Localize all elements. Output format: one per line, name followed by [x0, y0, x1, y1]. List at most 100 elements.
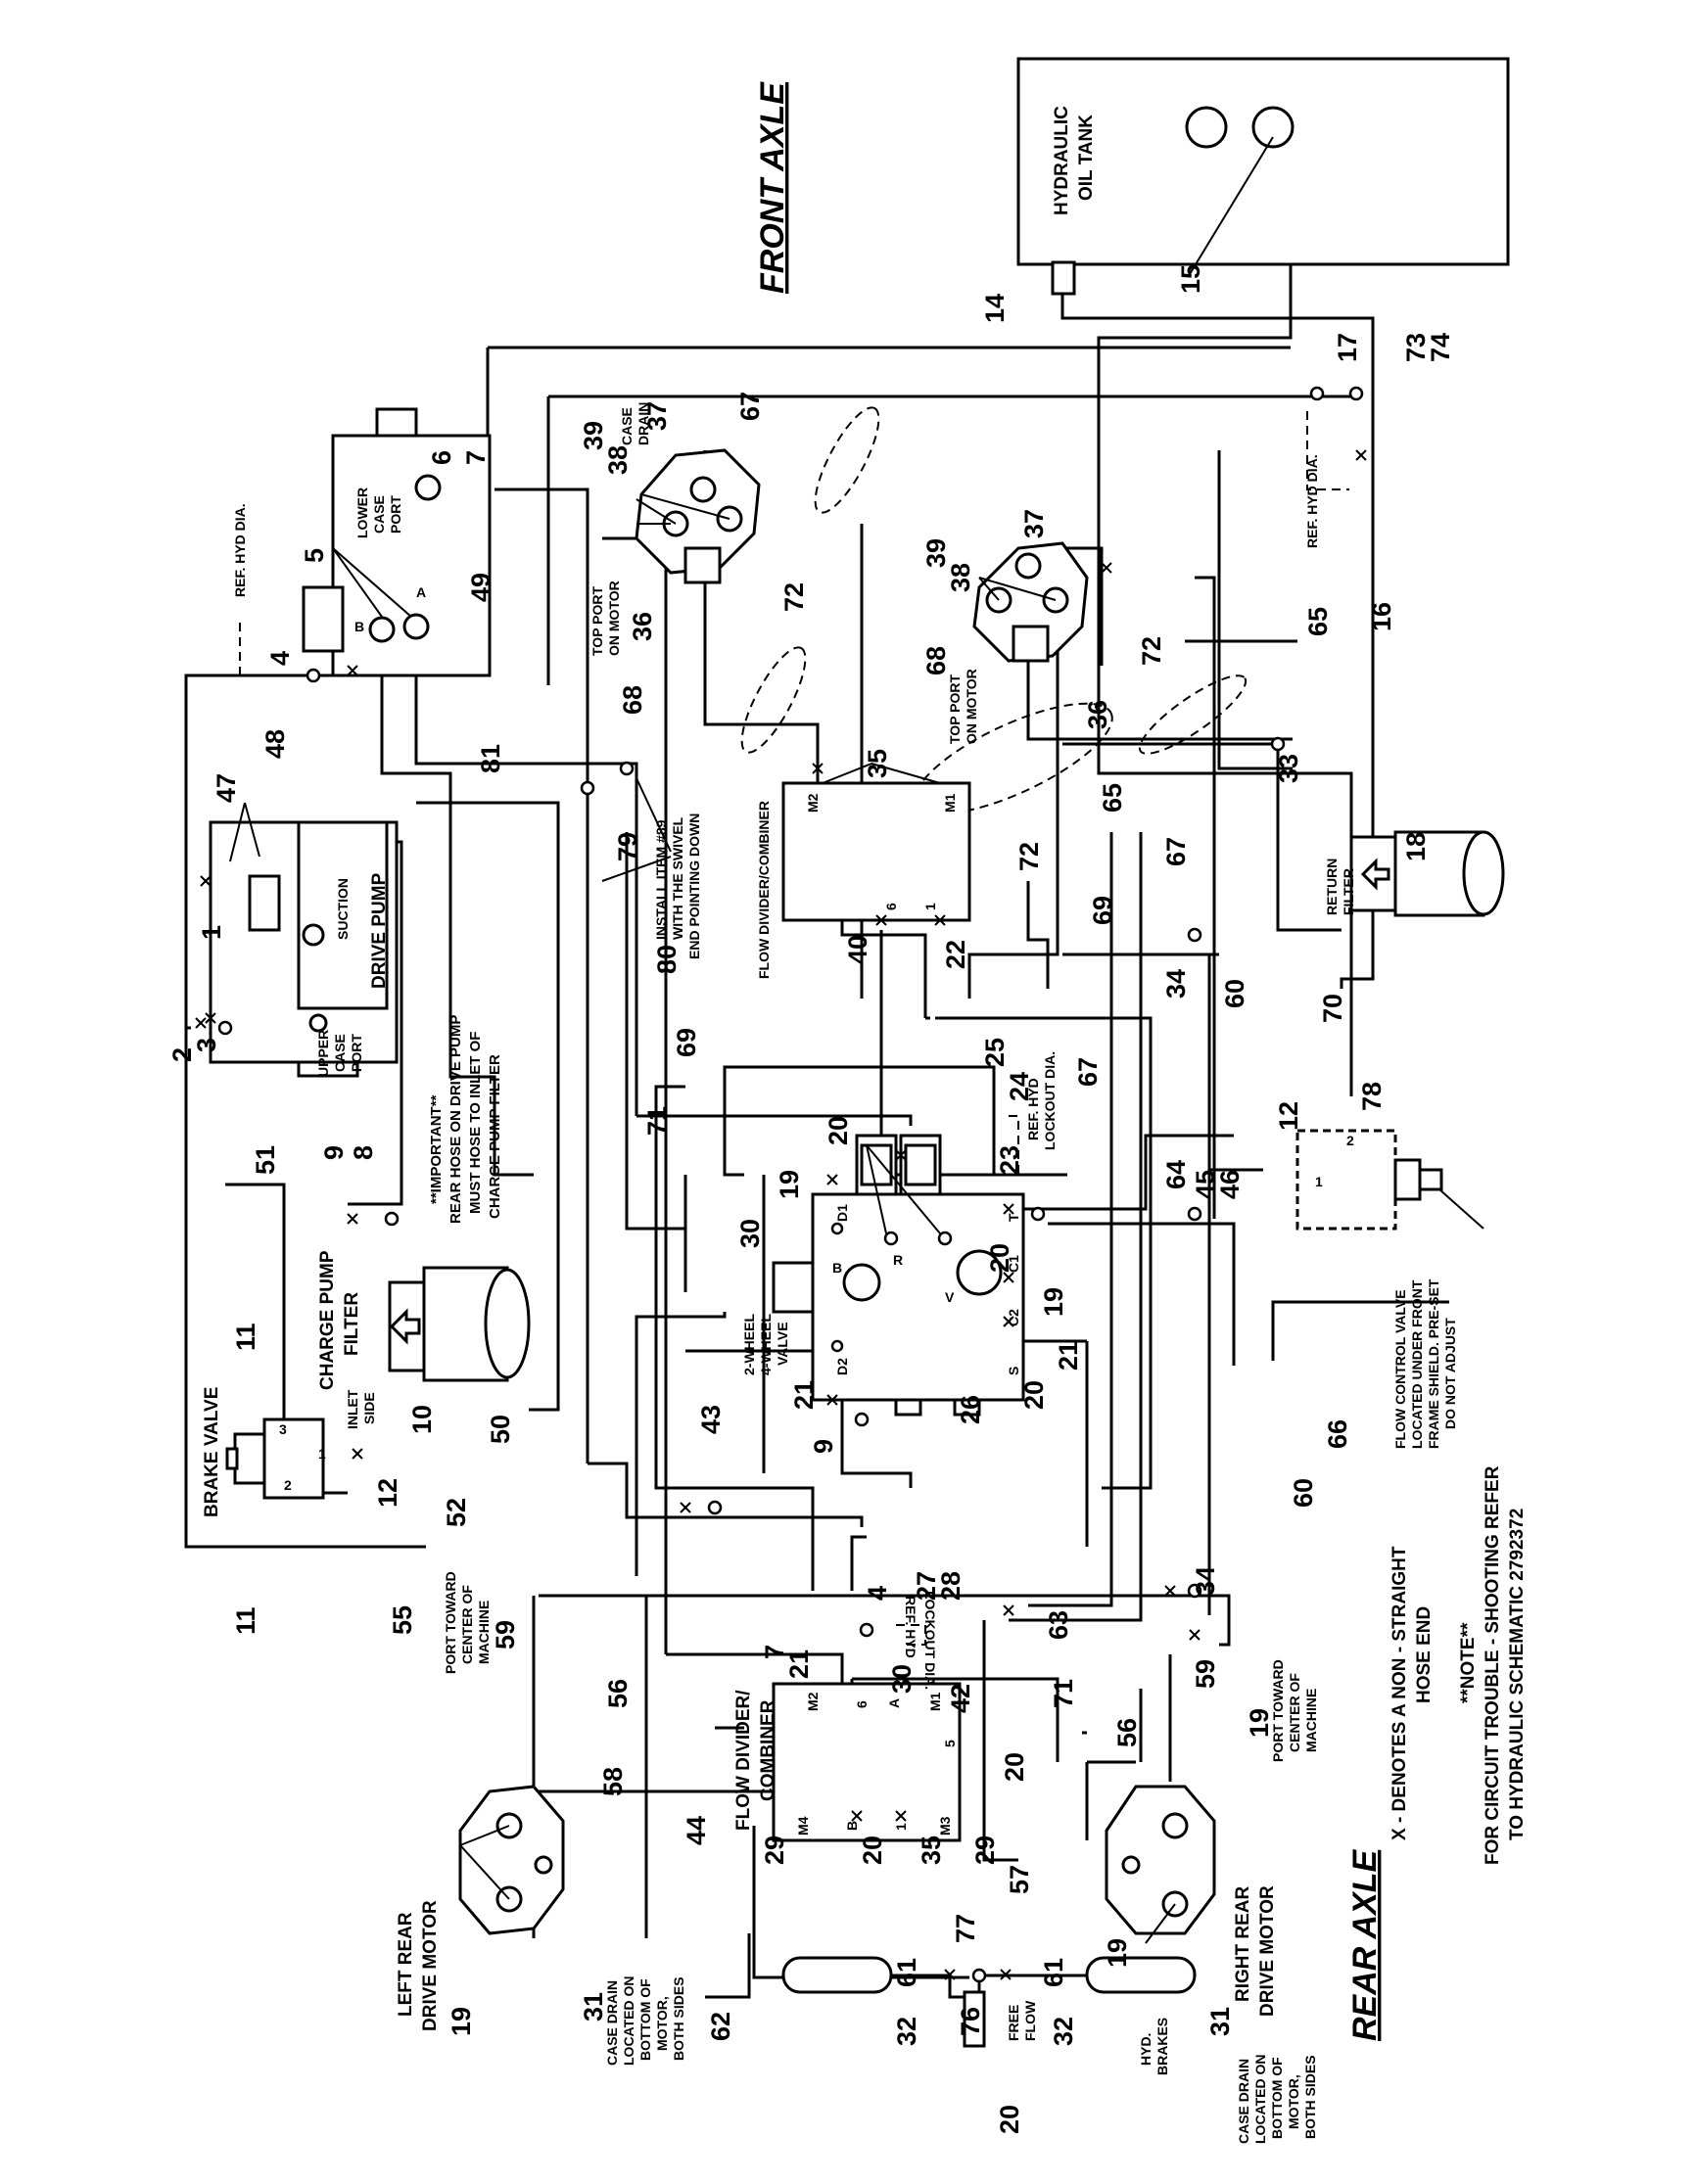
rear-fd-port-m2: M2: [805, 1692, 821, 1711]
left-rear-drive-motor: [458, 1785, 565, 1935]
callout-73: 73: [1401, 333, 1431, 362]
non-straight-hose-markers: [195, 449, 1367, 1980]
callout-36-front: 36: [628, 612, 657, 641]
callout-74: 74: [1426, 333, 1455, 362]
top-port-label-2: ON MOTOR: [606, 581, 622, 656]
tank-label-2: OIL TANK: [1076, 115, 1097, 201]
callout-72-c: 72: [1014, 842, 1044, 871]
valve-port-d2: D2: [834, 1358, 850, 1375]
valve-label-2: 4-WHEEL: [758, 1314, 774, 1375]
return-filter-label-1: RETURN: [1324, 859, 1340, 915]
callout-76: 76: [956, 2007, 985, 2036]
ref-lockout-b-label-1: REF. HYD: [903, 1596, 918, 1658]
charge-filter-label-1: CHARGE PUMP: [317, 1250, 338, 1390]
callout-64: 64: [1161, 1160, 1191, 1189]
callout-81: 81: [476, 744, 505, 773]
two-four-wheel-valve: B R V D1 D2 T C1 C2 S 2-WHEEL 4-WHEEL VA…: [741, 1134, 1025, 1417]
callout-59: 59: [491, 1620, 520, 1650]
tank-label-1: HYDRAULIC: [1052, 106, 1072, 215]
callout-12-flow: 12: [1274, 1101, 1303, 1131]
callout-47: 47: [212, 773, 241, 803]
callout-21-a: 21: [1054, 1341, 1083, 1371]
lower-case-port-label-2: CASE: [371, 495, 387, 534]
callout-67-b: 67: [1161, 837, 1191, 866]
rear-fd-port-5: 5: [942, 1740, 958, 1747]
flow-control-valve: 1 2: [1295, 1129, 1443, 1231]
ref-hyd-dia-label: REF. HYD DIA.: [232, 503, 248, 597]
annotation-labels: REF. HYD DIA. REF. HYD DIA. CASE DRAIN T…: [232, 402, 1356, 2144]
upper-case-port-label-2: CASE: [332, 1034, 348, 1072]
important-note-4: CHARGE PUMP FILTER: [487, 1054, 503, 1219]
rear-fd-port-1: 1: [893, 1823, 909, 1831]
callout-7-b: 7: [760, 1645, 789, 1659]
port-toward-left-2: CENTER OF: [459, 1585, 475, 1664]
front-left-motor: [635, 448, 761, 584]
install-note-1: INSTALL ITEM #89: [653, 819, 669, 940]
callout-19-left-rear: 19: [447, 2007, 476, 2036]
callout-69-right: 69: [1088, 896, 1117, 925]
port-toward-right-1: PORT TOWARD: [1270, 1659, 1286, 1762]
callout-9: 9: [319, 1145, 349, 1160]
valve-port-t: T: [1006, 1213, 1021, 1222]
rear-fd-port-6: 6: [854, 1700, 870, 1708]
install-note-3: END POINTING DOWN: [686, 813, 702, 959]
callout-18: 18: [1401, 832, 1431, 861]
drive-pump-lower: SUCTION DRIVE PUMP UPPER CASE PORT: [209, 820, 399, 1078]
front-fd-label: FLOW DIVIDER/COMBINER: [756, 801, 772, 979]
callout-20-rear: 20: [858, 1835, 887, 1865]
callout-37-right: 37: [1019, 509, 1049, 538]
rear-fd-port-m3: M3: [937, 1816, 953, 1835]
upper-case-port-label-1: UPPER: [315, 1030, 331, 1077]
top-port-label-1: TOP PORT: [589, 585, 605, 656]
callout-45: 45: [1191, 1170, 1220, 1199]
hydraulic-brakes: [781, 1956, 1197, 2048]
callout-20-valve: 20: [985, 1243, 1014, 1273]
callout-1: 1: [197, 925, 226, 940]
callout-21-c: 21: [784, 1650, 814, 1679]
callout-19-valve-b: 19: [1039, 1287, 1068, 1317]
connection-points: [217, 386, 1364, 1983]
callout-67-top: 67: [735, 392, 765, 421]
front-axle-title: FRONT AXLE: [754, 81, 791, 294]
callout-71-b: 71: [1049, 1679, 1078, 1708]
callout-22: 22: [941, 940, 970, 969]
callout-55: 55: [388, 1605, 417, 1635]
right-motor-label-1: RIGHT REAR: [1233, 1886, 1253, 2003]
leader-lines: [229, 136, 1484, 1944]
front-right-motor: [972, 541, 1089, 663]
drive-pump-label: DRIVE PUMP: [369, 872, 390, 989]
callout-79: 79: [613, 832, 642, 861]
callout-37-front: 37: [642, 401, 672, 431]
valve-port-b: B: [832, 1260, 842, 1276]
callout-30: 30: [735, 1219, 765, 1248]
pump-port-b: B: [354, 619, 364, 634]
case-drain-right-4: MOTOR,: [1286, 2074, 1301, 2129]
top-port-b-label-1: TOP PORT: [947, 674, 963, 744]
axle-titles: FRONT AXLE REAR AXLE: [754, 81, 1384, 2041]
callout-61-b: 61: [1039, 1958, 1068, 1987]
valve-port-v: V: [945, 1289, 955, 1305]
callout-25: 25: [980, 1038, 1010, 1067]
callout-32-a: 32: [892, 2017, 921, 2046]
rear-fd-port-b: B: [844, 1821, 860, 1831]
callout-19-right-rear-b: 19: [1103, 1938, 1132, 1968]
callout-42: 42: [946, 1684, 975, 1713]
callout-49: 49: [466, 573, 495, 602]
right-rear-drive-motor: [1105, 1785, 1216, 1935]
valve-label-3: VALVE: [775, 1322, 790, 1366]
callout-3: 3: [192, 1038, 221, 1052]
callout-20-d: 20: [1000, 1752, 1029, 1782]
flow-control-note-2: LOCATED UNDER FRONT: [1409, 1279, 1425, 1449]
callout-70: 70: [1318, 994, 1347, 1023]
front-fd-port-6: 6: [883, 903, 899, 910]
suction-label: SUCTION: [335, 878, 351, 940]
callout-72-a: 72: [779, 582, 809, 612]
free-flow-label-2: FLOW: [1022, 2000, 1038, 2041]
callout-12-brake: 12: [373, 1478, 402, 1508]
callout-72-b: 72: [1137, 636, 1166, 666]
ref-lockout-b-label-2: LOCKOUT DIA.: [922, 1591, 938, 1690]
callout-46: 46: [1215, 1170, 1245, 1199]
callout-20-brake: 20: [995, 2105, 1024, 2134]
hydraulic-oil-tank: HYDRAULIC OIL TANK: [1016, 57, 1510, 296]
